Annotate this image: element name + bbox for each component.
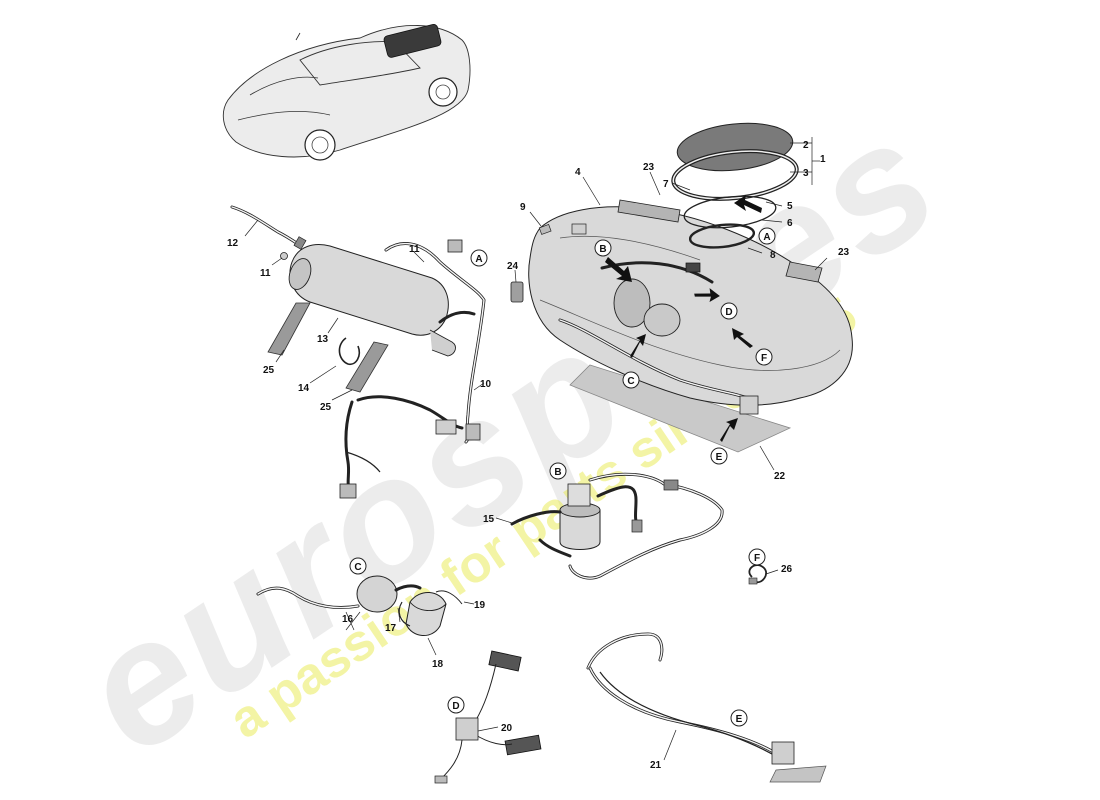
leader-lines [244, 137, 828, 761]
svg-text:F: F [761, 353, 767, 364]
view-marker-a-canister: A [470, 249, 488, 267]
callout-23a: 23 [643, 162, 655, 173]
callout-5: 5 [787, 201, 793, 212]
view-marker-f-tank: F [755, 348, 773, 366]
svg-text:E: E [736, 714, 743, 725]
callout-13: 13 [317, 334, 329, 345]
view-marker-f-detail: F [748, 548, 766, 566]
view-marker-c-detail: C [349, 557, 367, 575]
callout-14: 14 [298, 383, 310, 394]
callout-19: 19 [474, 600, 486, 611]
view-marker-d-detail: D [447, 696, 465, 714]
svg-text:C: C [354, 562, 361, 573]
vehicle-location-thumbnail [222, 24, 471, 161]
callout-25a: 25 [263, 365, 275, 376]
svg-text:D: D [452, 701, 459, 712]
watermark-brand: eurospares [47, 80, 971, 792]
callout-8: 8 [770, 250, 776, 261]
callout-26: 26 [781, 564, 793, 575]
callout-7: 7 [663, 179, 669, 190]
svg-text:E: E [716, 452, 723, 463]
svg-text:B: B [599, 244, 606, 255]
callout-numbers: 1 2 3 4 5 6 7 8 9 10 11 11 12 13 14 15 1… [227, 140, 850, 771]
view-marker-b-tank: B [594, 239, 612, 257]
svg-text:C: C [627, 376, 634, 387]
callout-24: 24 [507, 261, 519, 272]
callout-15: 15 [483, 514, 495, 525]
filter-detail [256, 575, 463, 636]
svg-text:A: A [475, 254, 482, 265]
pump-module-detail [510, 472, 724, 580]
view-marker-b-detail: B [549, 462, 567, 480]
callout-4: 4 [575, 167, 581, 178]
callout-22: 22 [774, 471, 786, 482]
callout-3: 3 [803, 168, 809, 179]
callout-1: 1 [820, 154, 826, 165]
view-markers: A A B B C C D D [349, 227, 776, 727]
callout-20: 20 [501, 723, 513, 734]
view-marker-d-tank: D [720, 302, 738, 320]
svg-text:F: F [754, 553, 760, 564]
evap-canister-group [230, 205, 486, 499]
callout-21: 21 [650, 760, 662, 771]
view-marker-a-tank: A [758, 227, 776, 245]
callout-25b: 25 [320, 402, 332, 413]
watermark: eurospares a passion for parts since 198… [47, 80, 971, 792]
svg-text:B: B [554, 467, 561, 478]
pipe-assembly-detail [586, 632, 827, 783]
callout-23b: 23 [838, 247, 850, 258]
callout-2: 2 [803, 140, 809, 151]
callout-9: 9 [520, 202, 526, 213]
view-marker-e-detail: E [730, 709, 748, 727]
svg-text:A: A [763, 232, 770, 243]
sender-detail [434, 650, 542, 784]
clip-detail [748, 564, 768, 585]
callout-18: 18 [432, 659, 444, 670]
callout-11a: 11 [409, 244, 420, 255]
svg-text:D: D [725, 307, 732, 318]
callout-10: 10 [480, 379, 492, 390]
callout-16: 16 [342, 614, 354, 625]
callout-17: 17 [385, 623, 397, 634]
callout-12: 12 [227, 238, 239, 249]
view-marker-e-tank: E [710, 447, 728, 465]
callout-11b: 11 [260, 268, 271, 279]
view-marker-c-tank: C [622, 371, 640, 389]
callout-6: 6 [787, 218, 793, 229]
